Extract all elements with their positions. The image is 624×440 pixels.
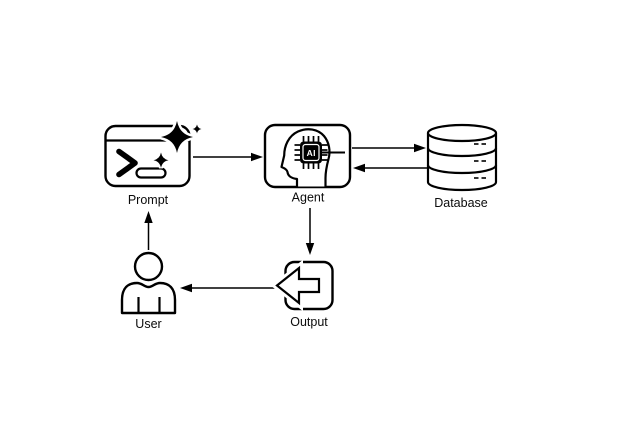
agent-node: AI Agent [263, 123, 352, 205]
user-icon [120, 251, 177, 315]
arrowhead-right-icon [414, 143, 426, 153]
database-icon [426, 123, 498, 192]
ai-chip-icon: AI [294, 136, 328, 169]
output-label: Output [290, 315, 328, 329]
prompt-label: Prompt [128, 193, 169, 207]
terminal-input-pill [135, 167, 167, 179]
agent-label: Agent [292, 191, 325, 205]
arrowhead-down-icon [305, 243, 315, 255]
arrowhead-left-icon [180, 283, 192, 293]
edge-agent-output [305, 208, 315, 255]
edge-agent-database [352, 143, 426, 153]
chip-pins [294, 136, 328, 169]
sparkle-star-large [161, 121, 193, 153]
cylinder-top [426, 123, 498, 143]
output-node: Output [270, 259, 334, 329]
user-node: User [120, 251, 177, 331]
prompt-node: Prompt [104, 120, 202, 207]
cylinder-divider [426, 164, 498, 175]
chip-inner-frame [302, 143, 320, 162]
edge-database-agent [353, 163, 428, 173]
sparkle-icon [153, 120, 202, 169]
user-body [120, 281, 177, 315]
user-head [133, 251, 164, 282]
edge-prompt-agent [193, 152, 263, 162]
edges [144, 143, 428, 293]
cylinder-divider [426, 147, 498, 158]
chip-body [300, 141, 322, 164]
sparkle-star-tiny [192, 124, 202, 134]
arrowhead-up-icon [144, 211, 153, 223]
user-label: User [135, 317, 161, 331]
arrowhead-left-icon [353, 163, 365, 173]
database-dashes [474, 143, 486, 179]
cylinder-body [426, 133, 498, 192]
database-label: Database [434, 196, 488, 210]
edge-output-user [180, 283, 277, 293]
edge-user-prompt [144, 211, 153, 250]
export-arrow-icon [270, 259, 323, 312]
export-arrow-shape [275, 265, 321, 306]
sparkle-star-small [153, 152, 169, 168]
arrowhead-right-icon [251, 152, 263, 162]
database-node: Database [426, 123, 498, 210]
terminal-chevron-icon [116, 148, 138, 178]
chip-label: AI [307, 148, 316, 158]
